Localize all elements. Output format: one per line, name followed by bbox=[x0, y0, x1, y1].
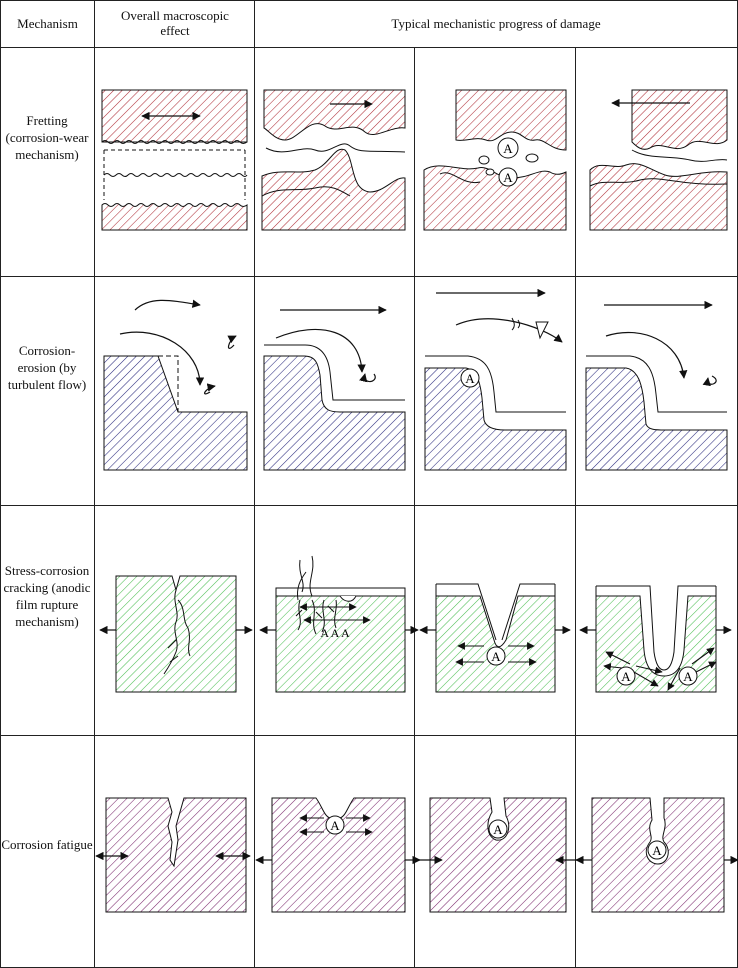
header-mechanism: Mechanism bbox=[17, 16, 78, 31]
fatigue-anode-label-1: A bbox=[330, 818, 340, 833]
fretting-progress-diagram-3 bbox=[589, 89, 728, 231]
mechanism-label-fatigue: Corrosion fatigue bbox=[1, 837, 93, 852]
fretting-anode-label-2: A bbox=[503, 170, 513, 185]
mechanism-label-fretting: Fretting (corrosion-wear mechanism) bbox=[5, 113, 89, 162]
erosion-progress-diagram-1 bbox=[263, 305, 406, 471]
mechanism-label-scc: Stress-corrosion cracking (anodic film r… bbox=[3, 563, 91, 629]
fretting-overall-diagram bbox=[101, 89, 248, 231]
mechanism-label-erosion: Corrosion-erosion (by turbulent flow) bbox=[7, 343, 87, 392]
scc-progress-diagram-3: A A bbox=[579, 585, 732, 693]
scc-progress-diagram-1: A A A bbox=[259, 555, 419, 693]
scc-anode-label-2: A bbox=[621, 669, 631, 684]
scc-progress-diagram-2: A bbox=[419, 583, 571, 693]
scc-anode-label-group: A A A bbox=[320, 626, 350, 640]
fretting-progress-diagram-1 bbox=[261, 89, 406, 231]
fatigue-progress-diagram-2: A bbox=[418, 797, 584, 913]
erosion-overall-diagram bbox=[103, 299, 248, 471]
header-overall-effect: Overall macroscopic effect bbox=[121, 8, 229, 38]
erosion-progress-diagram-2: A bbox=[424, 288, 567, 471]
erosion-anode-label: A bbox=[465, 371, 475, 386]
fatigue-anode-label-2: A bbox=[493, 822, 503, 837]
fatigue-anode-label-3: A bbox=[652, 843, 662, 858]
scc-anode-label-1: A bbox=[491, 649, 501, 664]
scc-overall-diagram bbox=[99, 575, 253, 693]
fretting-progress-diagram-2: A A bbox=[423, 89, 567, 231]
fatigue-progress-diagram-1: A bbox=[255, 797, 421, 913]
fatigue-progress-diagram-3: A bbox=[575, 797, 738, 913]
erosion-progress-diagram-3 bbox=[585, 300, 728, 471]
fatigue-overall-diagram bbox=[95, 797, 251, 913]
fretting-anode-label-1: A bbox=[503, 141, 513, 156]
header-progress: Typical mechanistic progress of damage bbox=[391, 16, 601, 31]
scc-anode-label-3: A bbox=[683, 669, 693, 684]
